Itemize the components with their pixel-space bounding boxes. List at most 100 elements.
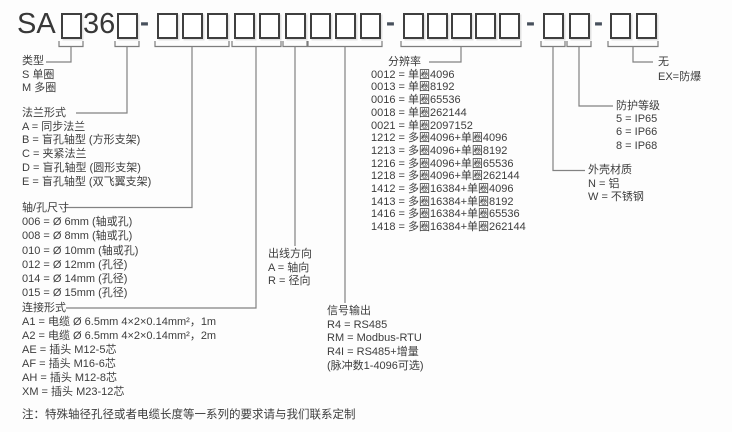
code-box-signal-3 [360, 13, 381, 39]
connector-explosion [632, 46, 653, 63]
footnote: 注：特殊轴径孔径或者电缆长度等一系列的要求请与我们联系定制 [22, 409, 356, 421]
connector-flange [76, 46, 128, 114]
section-title: 连接形式 [22, 302, 66, 314]
code-option: 0018 = 单圈262144 [371, 106, 467, 119]
code-box-shaft-2 [182, 13, 203, 39]
connector-protection [578, 46, 613, 107]
code-option: M 多圈 [22, 82, 57, 94]
code-box-protection [569, 13, 590, 39]
code-box-resolution-1 [403, 13, 424, 39]
code-option: A = 轴向 [268, 261, 310, 274]
bracket-shaft [154, 41, 230, 48]
code-option: 无 [658, 56, 669, 68]
section-title: 轴/孔尺寸 [22, 202, 70, 214]
code-option: A1 = 电缆 Ø 6.5mm 4×2×0.14mm²，1m [22, 316, 217, 328]
bracket-signal [307, 41, 383, 48]
bracket-type [58, 41, 84, 48]
code-prefix: SA [17, 8, 56, 40]
bracket-protection [566, 41, 592, 48]
code-option: (脉冲数1-4096可选) [327, 359, 424, 372]
code-option: 8 = IP68 [616, 139, 658, 152]
section-signal-output: 信号输出 R4 = RS485 RM = Modbus-RTU R4I = RS… [327, 305, 424, 374]
code-option: 6 = IP66 [616, 126, 658, 139]
code-option: B = 盲孔轴型 (方形支架) [22, 134, 141, 147]
code-option: 015 = Ø 15mm (孔径) [22, 287, 128, 300]
code-box-resolution-5 [499, 13, 520, 39]
section-protection-rating: 防护等级 5 = IP65 6 = IP66 8 = IP68 [616, 100, 660, 153]
code-option: W = 不锈钢 [588, 191, 644, 203]
code-option: AH = 插头 M12-8芯 [22, 372, 118, 384]
code-option: 1218 = 多圈4096+单圈262144 [371, 170, 520, 183]
code-box-flange [117, 13, 138, 39]
code-option: R = 径向 [268, 275, 311, 288]
code-box-signal-2 [335, 13, 356, 39]
section-title: 信号输出 [327, 305, 371, 317]
section-title: 出线方向 [268, 248, 312, 260]
code-box-connection-2 [259, 13, 280, 39]
section-shaft-size: 轴/孔尺寸 006 = Ø 6mm (轴或孔) 008 = Ø 8mm (轴或孔… [22, 201, 138, 300]
code-separator: - [140, 7, 149, 37]
section-type: 类型 S 单圈 M 多圈 [22, 55, 56, 96]
code-option: 1212 = 多圈4096+单圈4096 [371, 132, 508, 145]
code-series-number: 36 [83, 8, 116, 40]
section-resolution: 分辨率 0012 = 单圈4096 0013 = 单圈8192 0016 = 单… [371, 56, 526, 234]
code-option: AE = 插头 M12-5芯 [22, 344, 117, 356]
code-box-explosion-1 [610, 13, 631, 39]
code-option: A2 = 电缆 Ø 6.5mm 4×2×0.14mm²，2m [22, 330, 217, 342]
code-option: 1416 = 多圈16384+单圈65536 [371, 208, 520, 221]
section-explosion-proof: 无 EX=防爆 [658, 55, 701, 84]
bracket-resolution [400, 41, 522, 48]
section-title: 防护等级 [616, 100, 660, 112]
code-box-connection-1 [234, 13, 255, 39]
code-box-signal-1 [310, 13, 331, 39]
bracket-explosion [607, 41, 659, 48]
section-connection: 连接形式 A1 = 电缆 Ø 6.5mm 4×2×0.14mm²，1m A2 =… [22, 301, 216, 399]
section-flange: 法兰形式 A = 同步法兰 B = 盲孔轴型 (方形支架) C = 夹紧法兰 D… [22, 107, 151, 189]
code-option: 1413 = 多圈16384+单圈8192 [371, 195, 514, 208]
code-box-resolution-2 [427, 13, 448, 39]
code-box-shaft-3 [207, 13, 228, 39]
code-box-shaft-1 [157, 13, 178, 39]
section-housing-material: 外壳材质 N = 铝 W = 不锈钢 [588, 164, 644, 205]
code-option: 010 = Ø 10mm (轴或孔) [22, 244, 139, 257]
code-option: S 单圈 [22, 68, 55, 81]
bracket-connection [231, 41, 282, 48]
code-option: RM = Modbus-RTU [327, 332, 422, 345]
code-option: 014 = Ø 14mm (孔径) [22, 273, 128, 286]
code-option: AF = 插头 M16-6芯 [22, 358, 116, 370]
code-option: A = 同步法兰 [22, 120, 86, 133]
code-option: N = 铝 [588, 177, 620, 190]
code-separator: - [386, 7, 395, 37]
code-option: 5 = IP65 [616, 113, 658, 126]
bracket-material [540, 41, 566, 48]
code-option: 0012 = 单圈4096 [371, 68, 455, 81]
code-option: R4I = RS485+增量 [327, 346, 419, 359]
bracket-flange [114, 41, 140, 48]
code-option: 1216 = 多圈4096+单圈65536 [371, 157, 514, 170]
code-box-resolution-4 [475, 13, 496, 39]
code-box-direction [285, 13, 306, 39]
code-option: E = 盲孔轴型 (双飞翼支架) [22, 175, 152, 188]
code-option: XM = 插头 M23-12芯 [22, 386, 125, 398]
code-option: 012 = Ø 12mm (孔径) [22, 258, 128, 271]
code-option: 0013 = 单圈8192 [371, 81, 455, 94]
bracket-direction [282, 41, 308, 48]
code-option: 008 = Ø 8mm (轴或孔) [22, 230, 133, 243]
code-box-explosion-2 [636, 13, 657, 39]
code-separator: - [594, 7, 603, 37]
section-title: 法兰形式 [22, 107, 66, 119]
section-title: 类型 [22, 55, 44, 67]
code-option: 1412 = 多圈16384+单圈4096 [371, 183, 514, 196]
code-box-resolution-3 [451, 13, 472, 39]
code-option: C = 夹紧法兰 [22, 148, 87, 161]
section-outlet-direction: 出线方向 A = 轴向 R = 径向 [268, 248, 312, 289]
code-option: 006 = Ø 6mm (轴或孔) [22, 216, 133, 229]
code-option: 1213 = 多圈4096+单圈8192 [371, 144, 508, 157]
section-title: 外壳材质 [588, 164, 632, 176]
code-option: 0021 = 单圈2097152 [371, 119, 473, 132]
code-box-material [543, 13, 564, 39]
code-box-type [61, 13, 82, 39]
code-option: 1418 = 多圈16384+单圈262144 [371, 221, 526, 234]
code-option: 0016 = 单圈65536 [371, 94, 461, 107]
